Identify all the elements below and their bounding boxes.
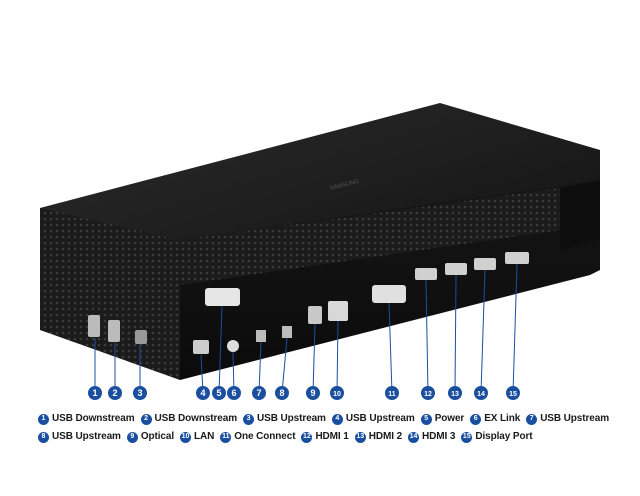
usb-port-1: [88, 315, 100, 337]
legend-number-badge: 11: [220, 431, 232, 443]
svg-text:12: 12: [424, 391, 432, 398]
device-top-surface: [40, 103, 600, 275]
svg-text:11: 11: [388, 391, 396, 398]
optical-port: [308, 306, 322, 324]
usb-upstream-port-4: [193, 340, 209, 354]
legend-number-badge: 13: [354, 431, 366, 443]
legend-number-badge: 14: [408, 431, 420, 443]
svg-text:5: 5: [216, 388, 221, 398]
callout-badge-11: 11: [385, 386, 399, 400]
usb-port-2: [108, 320, 120, 342]
legend-label: USB Downstream: [52, 413, 135, 424]
legend-number-badge: 15: [461, 431, 473, 443]
right-side-panel: [560, 180, 600, 250]
svg-text:2: 2: [112, 388, 117, 398]
legend-label: Power: [434, 413, 465, 424]
legend-label: HDMI 1: [315, 431, 349, 442]
legend-number-badge: 2: [140, 413, 152, 425]
callout-badge-4: 4: [196, 386, 210, 400]
legend-number-badge: 12: [301, 431, 313, 443]
usb-upstream-port-3: [135, 330, 147, 344]
hdmi-port-2: [445, 263, 467, 275]
legend-number-badge: 7: [526, 413, 538, 425]
legend-label: USB Upstream: [540, 413, 610, 424]
callout-badge-13: 13: [448, 386, 462, 400]
svg-text:6: 6: [231, 388, 236, 398]
svg-text:8: 8: [279, 388, 284, 398]
svg-text:13: 13: [451, 391, 459, 398]
svg-text:14: 14: [477, 391, 485, 398]
legend-label: USB Upstream: [345, 413, 415, 424]
legend-label: USB Downstream: [154, 413, 238, 424]
legend-label: USB Upstream: [52, 431, 121, 442]
legend-label: HDMI 2: [368, 431, 403, 442]
legend-number-badge: 10: [180, 431, 192, 443]
legend-label: One Connect: [234, 431, 296, 442]
callout-badge-7: 7: [252, 386, 266, 400]
legend-number-badge: 6: [470, 413, 482, 425]
callout-badge-3: 3: [133, 386, 147, 400]
svg-text:10: 10: [333, 391, 341, 398]
legend-label: Display Port: [475, 431, 533, 442]
callout-badge-10: 10: [330, 386, 344, 400]
callout-leader-lines: [94, 263, 518, 394]
legend-number-badge: 3: [243, 413, 255, 425]
callout-badge-12: 12: [421, 386, 435, 400]
callout-badge-14: 14: [474, 386, 488, 400]
legend-label: HDMI 3: [422, 431, 456, 442]
legend-number-badge: 8: [38, 431, 49, 443]
svg-text:3: 3: [137, 388, 142, 398]
legend-number-badge: 9: [126, 431, 138, 443]
svg-text:9: 9: [310, 388, 315, 398]
display-port: [505, 252, 529, 264]
callout-badge-2: 2: [108, 386, 122, 400]
legend-label: USB Upstream: [257, 413, 326, 424]
svg-text:4: 4: [200, 388, 205, 398]
one-connect-port: [372, 285, 406, 303]
legend-number-badge: 4: [331, 413, 343, 425]
callout-badge-5: 5: [212, 386, 226, 400]
usb-upstream-port-7: [256, 330, 266, 342]
callout-badge-8: 8: [275, 386, 289, 400]
usb-upstream-port-8: [282, 326, 292, 338]
front-grille-band: [180, 188, 560, 285]
svg-text:1: 1: [92, 388, 97, 398]
callout-badge-1: 1: [88, 386, 102, 400]
callout-badge-9: 9: [306, 386, 320, 400]
legend-number-badge: 5: [420, 413, 432, 425]
svg-text:15: 15: [509, 391, 517, 398]
callout-badge-6: 6: [227, 386, 241, 400]
lan-port: [328, 301, 348, 321]
legend-label: Optical: [140, 431, 175, 442]
legend-number-badge: 1: [38, 413, 49, 425]
svg-text:7: 7: [256, 388, 261, 398]
ex-link-port: [227, 340, 239, 352]
legend-label: EX Link: [484, 413, 521, 424]
power-socket: [205, 288, 240, 306]
callout-badge-15: 15: [506, 386, 520, 400]
hdmi-port-1: [415, 268, 437, 280]
hdmi-port-3: [474, 258, 496, 270]
legend-label: LAN: [194, 431, 215, 442]
